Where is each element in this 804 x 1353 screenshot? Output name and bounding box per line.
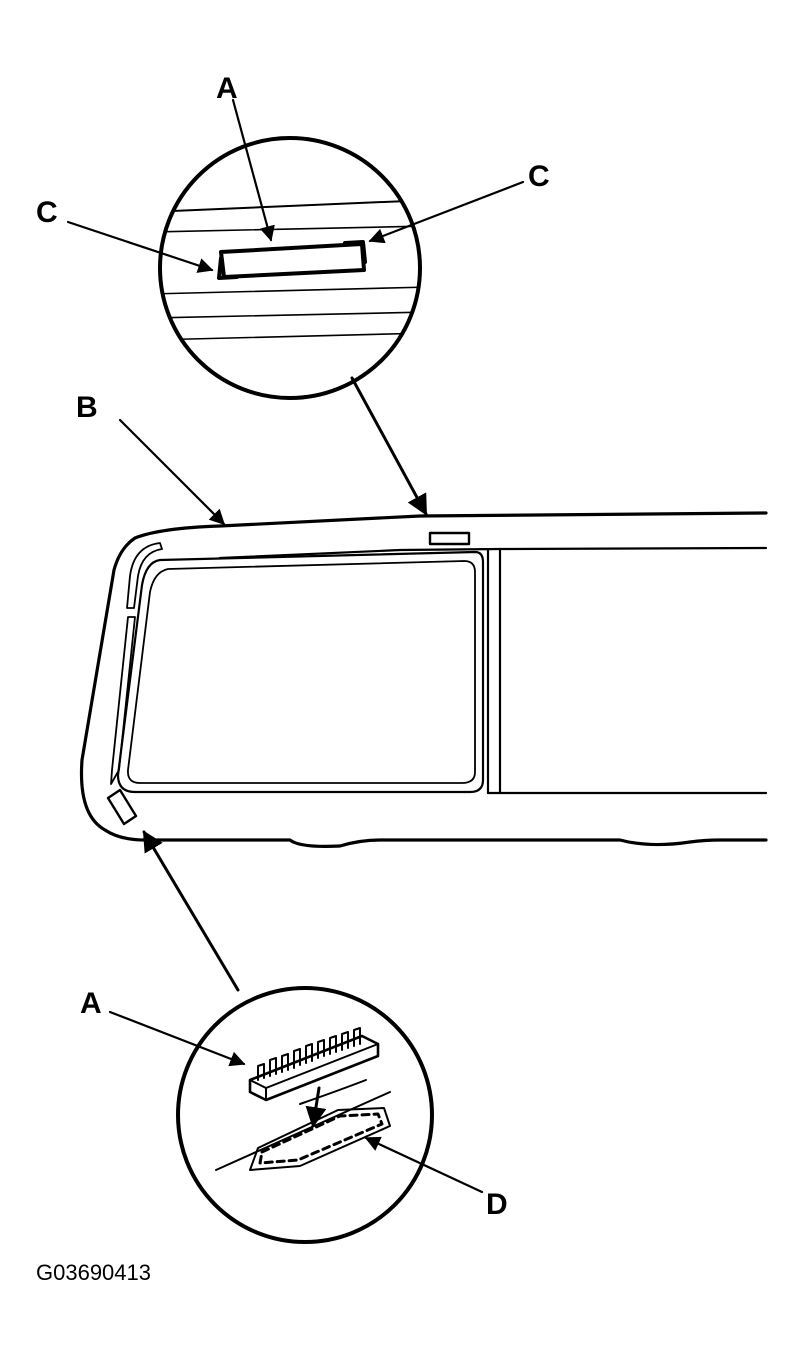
top-detail-pointer-arrow	[350, 376, 428, 516]
recess-d-outline	[249, 1107, 391, 1171]
leader-a-top	[231, 98, 275, 242]
clip-end-c-right	[343, 240, 367, 264]
bottom-detail-view	[176, 986, 434, 1244]
windshield-outline-b	[79, 511, 768, 848]
clip-location-corner	[106, 788, 138, 826]
leader-b	[118, 418, 226, 526]
top-detail-glass-lines	[160, 199, 420, 341]
glass-pane-outer	[116, 550, 485, 794]
glass-pane-inner	[127, 560, 476, 784]
figure-code: G03690413	[36, 1260, 151, 1285]
bottom-detail-pointer-arrow	[142, 830, 240, 992]
top-detail-circle	[158, 136, 422, 400]
windshield-inner-top-line	[218, 546, 768, 560]
leader-c-right	[368, 180, 525, 244]
top-clip-a-shape	[219, 242, 366, 279]
bottom-detail-circle	[176, 986, 434, 1244]
leader-c-left	[66, 220, 214, 273]
windshield-assembly	[79, 511, 768, 848]
top-detail-view	[158, 136, 422, 400]
clip-end-c-left	[217, 256, 239, 280]
recess-d-dashed	[258, 1112, 384, 1165]
label-d: D	[486, 1188, 508, 1221]
left-moulding-lower	[110, 616, 136, 785]
label-b: B	[76, 391, 98, 424]
label-c-right: C	[528, 160, 550, 193]
label-c-left: C	[36, 196, 58, 229]
leader-d	[364, 1136, 484, 1194]
bottom-detail-contents	[215, 1079, 391, 1171]
leader-a-bottom	[108, 1010, 246, 1067]
clip-location-top	[428, 531, 471, 546]
label-a-bottom: A	[80, 987, 102, 1020]
bottom-clip-a-part	[248, 1027, 380, 1102]
left-moulding-upper	[126, 542, 163, 609]
label-a-top: A	[216, 72, 238, 105]
install-direction-arrow	[305, 1086, 327, 1129]
